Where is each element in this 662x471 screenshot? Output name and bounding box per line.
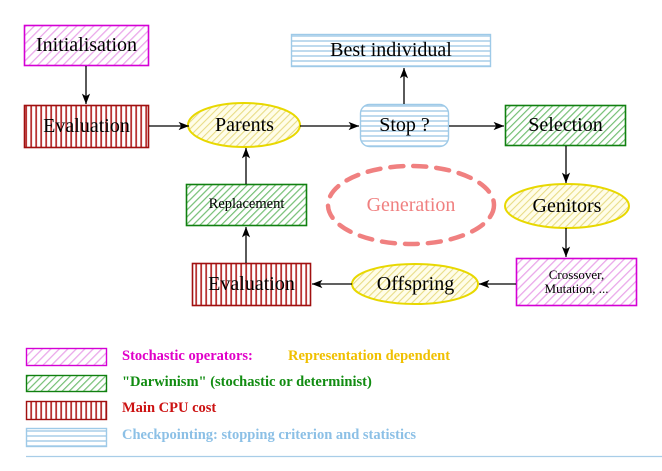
legend-label-main-cpu-cost: Main CPU cost bbox=[122, 400, 217, 416]
node-offspring-shape bbox=[351, 263, 479, 305]
node-evaluation-top-shape bbox=[23, 104, 150, 149]
legend-swatch-main-cpu-cost bbox=[25, 400, 108, 421]
legend-label-representation-dependent: Representation dependent bbox=[288, 348, 451, 364]
legend-label-stochastic-operators: Stochastic operators: bbox=[122, 348, 253, 364]
node-replacement-shape bbox=[185, 183, 308, 227]
legend-swatch-checkpointing bbox=[25, 427, 108, 448]
node-best-individual-shape bbox=[290, 33, 492, 68]
node-stop-shape bbox=[359, 103, 450, 148]
node-evaluation-bottom-shape bbox=[191, 262, 312, 307]
legend-label-darwinism: "Darwinism" (stochastic or determinist) bbox=[122, 374, 372, 390]
node-selection-shape bbox=[504, 104, 627, 147]
node-genitors-shape bbox=[504, 183, 630, 229]
node-initialisation-shape bbox=[23, 24, 150, 67]
node-generation-shape bbox=[325, 163, 497, 247]
node-parents-shape bbox=[187, 102, 301, 148]
node-crossover-shape bbox=[515, 257, 638, 307]
legend-label-checkpointing: Checkpointing: stopping criterion and st… bbox=[122, 427, 417, 443]
legend-swatch-stochastic-operators bbox=[25, 347, 108, 367]
legend-swatch-darwinism bbox=[25, 374, 108, 393]
